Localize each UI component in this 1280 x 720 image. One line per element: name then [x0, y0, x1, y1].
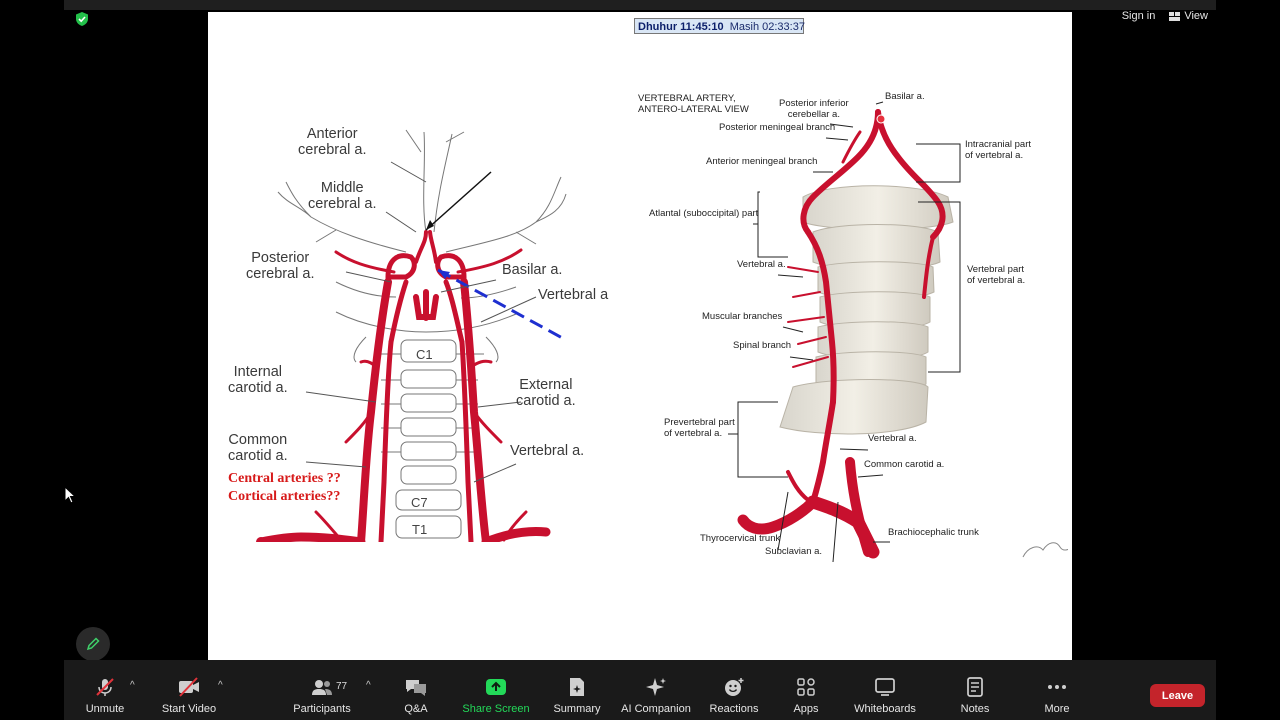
reactions-label: Reactions — [709, 703, 759, 715]
qa-button[interactable]: Q&A — [400, 660, 432, 720]
video-options-caret[interactable]: ^ — [218, 680, 223, 691]
vertebra-c1-label: C1 — [416, 347, 433, 362]
vertebral-top-label: Vertebral a — [538, 287, 609, 303]
security-shield-icon[interactable] — [74, 11, 90, 27]
vertebral-a-lower-label: Vertebral a. — [868, 433, 917, 444]
participants-label: Participants — [293, 703, 351, 715]
view-label: View — [1184, 10, 1208, 22]
participants-options-caret[interactable]: ^ — [366, 680, 371, 691]
sign-in-button[interactable]: Sign in — [1121, 10, 1156, 22]
cerebral-arteries-diagram: C1 C7 T1 — [256, 129, 567, 542]
video-off-icon — [179, 677, 199, 697]
brachiocephalic-label: Brachiocephalic trunk — [888, 527, 979, 538]
prevertebral-part-label: Prevertebral part of vertebral a. — [664, 417, 735, 439]
audio-options-caret[interactable]: ^ — [130, 680, 135, 691]
more-dots-icon — [1048, 685, 1066, 689]
vertebra-t1-label: T1 — [412, 522, 427, 537]
vertebral-bottom-label: Vertebral a. — [510, 443, 585, 459]
vertebral-a-label: Vertebral a. — [737, 259, 786, 270]
time-remaining: Masih 02:33:37 — [729, 21, 805, 33]
whiteboards-button[interactable]: Whiteboards — [850, 660, 920, 720]
apps-label: Apps — [793, 703, 819, 715]
participants-button[interactable]: Participants — [290, 660, 354, 720]
prayer-time-banner: Dhuhur 11:45:10 Masih 02:33:37 — [634, 18, 805, 34]
share-screen-label: Share Screen — [462, 703, 530, 715]
ai-companion-label: AI Companion — [621, 703, 691, 715]
cortical-arteries-note: Cortical arteries?? — [228, 489, 341, 504]
qa-chat-icon — [406, 680, 426, 696]
apps-button[interactable]: Apps — [790, 660, 822, 720]
intracranial-part-label: Intracranial part of vertebral a. — [965, 139, 1032, 161]
summary-document-icon — [570, 678, 584, 696]
microphone-muted-icon — [96, 678, 114, 696]
meeting-toolbar: Unmute ^ Start Video ^ Participants 77 ^… — [64, 660, 1216, 720]
basilar-a-label: Basilar a. — [885, 91, 925, 102]
ai-sparkle-icon — [646, 678, 666, 696]
notes-icon — [967, 677, 983, 697]
anterior-cerebral-label: Anterior cerebral a. — [298, 126, 367, 158]
share-screen-icon — [486, 679, 506, 695]
share-screen-button[interactable]: Share Screen — [462, 660, 530, 720]
start-video-button[interactable]: Start Video — [158, 660, 220, 720]
common-carotid-a-label: Common carotid a. — [864, 459, 945, 470]
leave-button[interactable]: Leave — [1150, 684, 1205, 707]
vertebral-artery-diagram — [728, 101, 1068, 562]
top-strip — [64, 0, 1216, 10]
participants-icon — [312, 680, 332, 695]
anterior-meningeal-label: Anterior meningeal branch — [706, 156, 818, 167]
notes-label: Notes — [960, 703, 990, 715]
pencil-icon — [86, 637, 100, 651]
pica-label: Posterior inferior cerebellar a. — [779, 98, 849, 120]
whiteboards-label: Whiteboards — [854, 703, 916, 715]
middle-cerebral-label: Middle cerebral a. — [308, 180, 377, 212]
apps-grid-icon — [797, 678, 815, 696]
annotate-button[interactable] — [76, 627, 110, 661]
artist-signature-icon — [1022, 542, 1068, 558]
posterior-meningeal-label: Posterior meningeal branch — [719, 122, 836, 133]
summary-label: Summary — [553, 703, 601, 715]
view-button[interactable]: View — [1169, 10, 1208, 22]
top-right-controls: Sign in View — [1122, 10, 1208, 22]
view-grid-icon — [1169, 11, 1181, 21]
mouse-cursor-icon — [64, 486, 76, 504]
right-figure-title: VERTEBRAL ARTERY, ANTERO-LATERAL VIEW — [638, 93, 749, 115]
qa-label: Q&A — [404, 703, 428, 715]
prayer-time: Dhuhur 11:45:10 — [638, 21, 724, 33]
muscular-branches-label: Muscular branches — [702, 311, 783, 322]
participant-count: 77 — [336, 681, 348, 692]
vertebral-part-label: Vertebral part of vertebral a. — [967, 264, 1026, 286]
subclavian-label: Subclavian a. — [765, 546, 823, 557]
start-video-label: Start Video — [161, 703, 217, 715]
central-arteries-note: Central arteries ?? — [228, 471, 341, 486]
reactions-button[interactable]: Reactions — [708, 660, 760, 720]
more-button[interactable]: More — [1040, 660, 1074, 720]
spinal-branch-label: Spinal branch — [733, 340, 792, 351]
external-carotid-label: External carotid a. — [516, 377, 576, 409]
ai-companion-button[interactable]: AI Companion — [618, 660, 694, 720]
posterior-cerebral-label: Posterior cerebral a. — [246, 250, 315, 282]
thyrocervical-label: Thyrocervical trunk — [700, 533, 781, 544]
summary-button[interactable]: Summary — [551, 660, 603, 720]
vertebra-c7-label: C7 — [411, 495, 428, 510]
basilar-label: Basilar a. — [502, 262, 563, 278]
reactions-smiley-icon — [725, 678, 744, 696]
notes-button[interactable]: Notes — [958, 660, 992, 720]
unmute-label: Unmute — [85, 703, 125, 715]
whiteboard-icon — [875, 678, 895, 696]
more-label: More — [1044, 703, 1070, 715]
shared-slide: Dhuhur 11:45:10 Masih 02:33:37 — [208, 12, 1072, 660]
atlantal-part-label: Atlantal (suboccipital) part — [649, 208, 759, 219]
internal-carotid-label: Internal carotid a. — [228, 364, 288, 396]
common-carotid-label: Common carotid a. — [228, 432, 288, 464]
unmute-button[interactable]: Unmute — [80, 660, 130, 720]
